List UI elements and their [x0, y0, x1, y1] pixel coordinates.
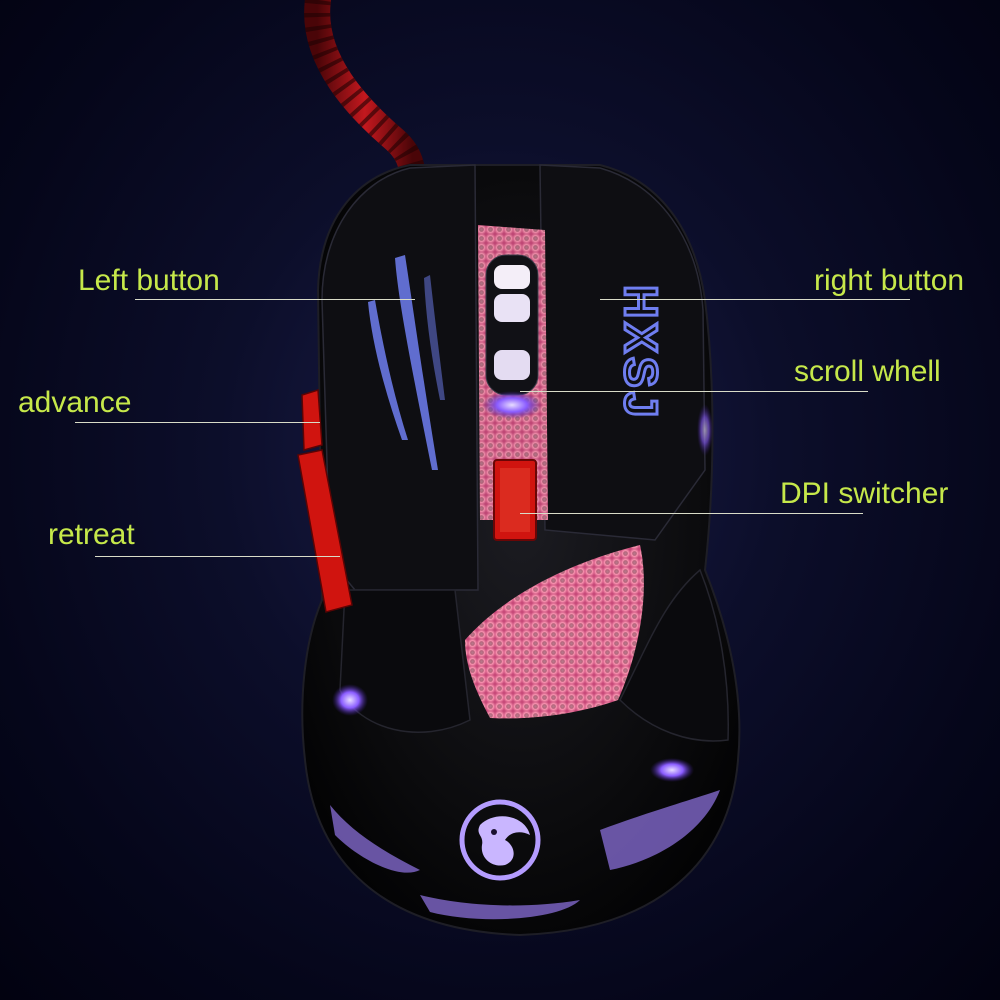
right-button-leader-line [600, 299, 910, 300]
claw-marks-icon [368, 255, 445, 470]
retreat-side-button [297, 449, 353, 613]
left-button-label: Left button [78, 264, 220, 297]
advance-side-button [301, 389, 323, 451]
advance-leader-line [75, 422, 320, 423]
dragon-emblem-icon [459, 799, 541, 881]
dpi-switcher-leader-line [520, 513, 863, 514]
scroll-wheel-label: scroll whell [794, 355, 941, 388]
dpi-switcher-button [493, 459, 537, 541]
scroll-wheel-leader-line [520, 391, 868, 392]
dpi-switcher-label: DPI switcher [780, 477, 949, 510]
scroll-wheel [482, 254, 542, 419]
retreat-leader-line [95, 556, 340, 557]
left-button-panel [321, 164, 479, 591]
svg-text:HXSJ: HXSJ [615, 285, 667, 421]
side-buttons [297, 389, 353, 613]
palm-texture [330, 790, 720, 920]
left-button-leader-line [135, 299, 415, 300]
right-button-label: right button [814, 264, 965, 297]
advance-label: advance [18, 386, 132, 419]
retreat-label: retreat [48, 518, 135, 551]
brand-logo: HXSJ [614, 284, 669, 423]
right-button-panel [539, 164, 706, 541]
palm-glow-window [465, 545, 644, 719]
